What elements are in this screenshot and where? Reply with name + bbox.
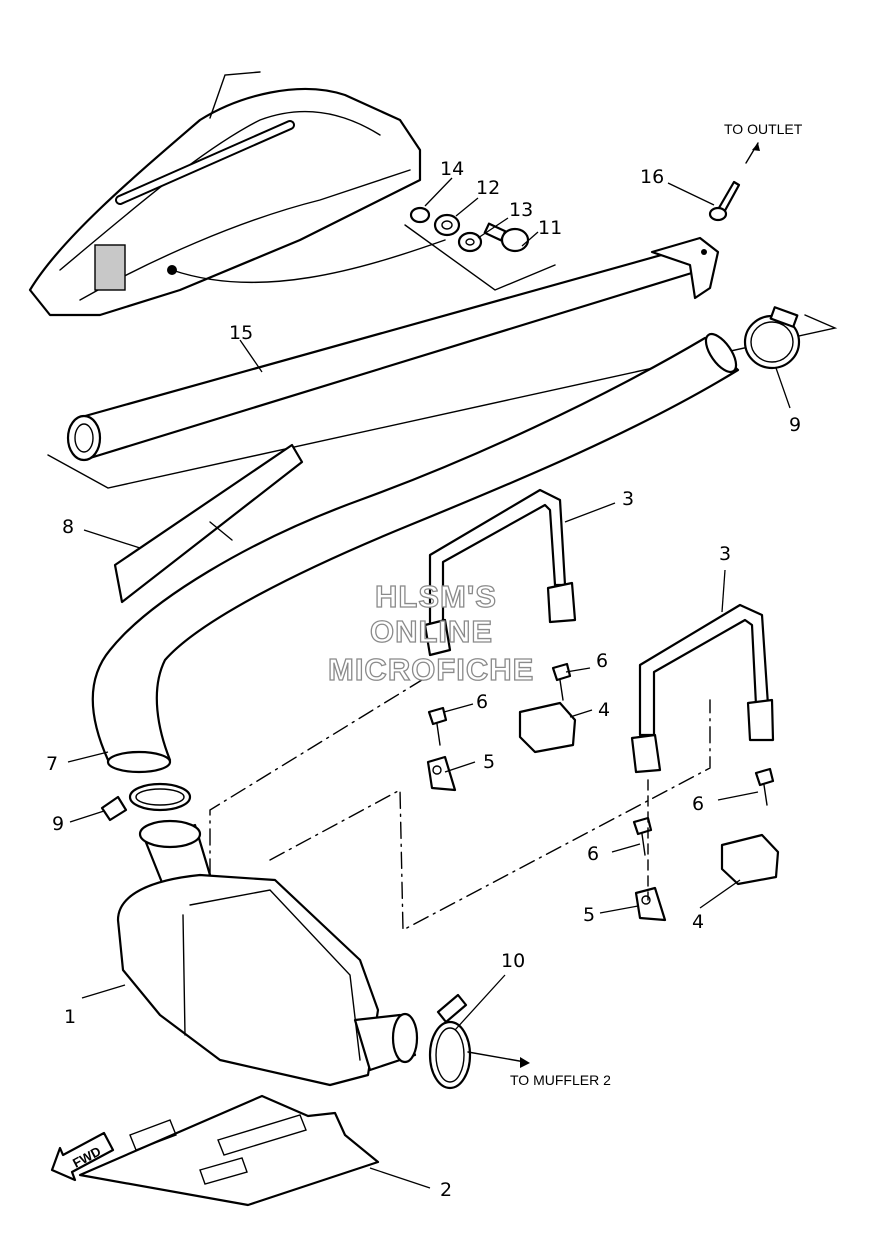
part-6-bolt-d	[632, 816, 653, 856]
callout-labels: 1 2 3 3 4 4 5 5 6 6 6 6 7 8 9 9 10 11 12…	[46, 158, 801, 1201]
part-16-nozzle	[708, 180, 741, 222]
part-6-bolt-b	[427, 706, 448, 746]
callout-9: 9	[789, 414, 801, 436]
part-6-bolt-a	[551, 662, 572, 701]
part-13-washer	[457, 231, 483, 253]
callout-6: 6	[587, 843, 599, 865]
callout-10: 10	[501, 950, 525, 972]
part-5-bracket-lower	[634, 886, 667, 922]
part-8-pad	[113, 443, 304, 604]
part-3-band-lower	[630, 603, 775, 774]
part-3-band-upper	[423, 488, 577, 657]
to-outlet-label: TO OUTLET	[724, 121, 803, 137]
part-12-collar	[433, 213, 461, 237]
to-outlet-arrowhead	[752, 143, 760, 151]
callout-4: 4	[692, 911, 704, 933]
callout-6: 6	[692, 793, 704, 815]
svg-text:MICROFICHE: MICROFICHE	[328, 652, 534, 687]
callout-9: 9	[52, 813, 64, 835]
part-10-clamp	[428, 993, 472, 1090]
part-2-mat	[78, 1094, 380, 1207]
callout-1: 1	[64, 1006, 76, 1028]
callout-7: 7	[46, 753, 58, 775]
part-14-nut	[409, 206, 431, 224]
part-1-muffler	[116, 819, 419, 1087]
callout-5: 5	[583, 904, 595, 926]
part-15-exhaust-tube	[47, 236, 838, 489]
craft-link-line	[171, 239, 446, 284]
callout-2: 2	[440, 1179, 452, 1201]
callout-11: 11	[538, 217, 562, 239]
svg-text:HLSM'S: HLSM'S	[375, 579, 497, 614]
leader-lines	[67, 177, 791, 1189]
part-7-hose	[91, 332, 740, 774]
part-4-block-lower	[720, 833, 780, 886]
to-muffler-label: TO MUFFLER 2	[510, 1072, 611, 1088]
callout-15: 15	[229, 322, 253, 344]
callout-13: 13	[509, 199, 533, 221]
callout-6: 6	[476, 691, 488, 713]
callout-3: 3	[719, 543, 731, 565]
callout-6: 6	[596, 650, 608, 672]
part-4-block-upper	[518, 701, 577, 754]
to-muffler-arrow	[467, 1051, 526, 1063]
part-9-clamp-left	[100, 782, 192, 822]
callout-5: 5	[483, 751, 495, 773]
to-muffler-arrowhead	[520, 1057, 530, 1068]
hardware-plate-outline	[404, 224, 556, 291]
part-9-clamp-right	[743, 306, 801, 370]
svg-text:ONLINE: ONLINE	[370, 614, 493, 649]
watermark: HLSM'S ONLINE MICROFICHE	[327, 578, 534, 687]
assembly-line-muffler	[269, 699, 711, 932]
part-5-bracket-upper	[426, 755, 457, 792]
watercraft-illustration	[28, 71, 422, 317]
part-6-bolt-c	[754, 767, 775, 806]
callout-8: 8	[62, 516, 74, 538]
callout-12: 12	[476, 177, 500, 199]
part-11-fitting	[483, 222, 530, 253]
callout-4: 4	[598, 699, 610, 721]
callout-14: 14	[440, 158, 464, 180]
callout-16: 16	[640, 166, 664, 188]
callout-3: 3	[622, 488, 634, 510]
assembly-line-band	[209, 674, 431, 906]
